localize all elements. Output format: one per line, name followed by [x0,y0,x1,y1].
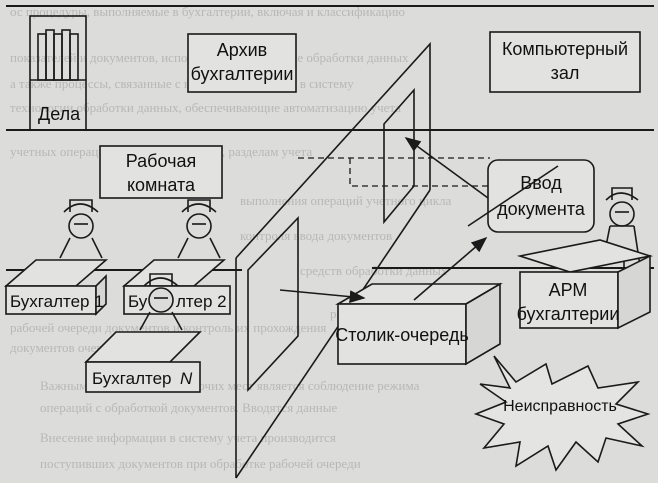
near-door [247,216,299,393]
flow-arrows [279,137,559,304]
computer-hall-label-line1: Компьютерный [502,39,628,59]
case-files-label: Дела [38,104,81,124]
document-input-box [487,159,595,233]
document-input-label-line1: Ввод [520,173,562,193]
arm-label-line2: бухгалтерии [517,304,620,324]
computer-hall-label-line2: зал [551,63,580,83]
malfunction-burst [473,355,651,472]
accountant-1-label: Бухгалтер 1 [10,292,104,311]
workroom-label-line1: Рабочая [126,151,196,171]
accountant-n-desk [84,331,202,393]
accountant-1-desk [3,259,109,316]
queue-table-label: Столик-очередь [335,325,469,345]
accountant-n-label-suffix: N [180,369,193,388]
accountant-2-label-right: лтер 2 [176,292,227,311]
document-input-label-line2: документа [497,199,586,219]
computer-hall-box [489,31,641,93]
arm-label-line1: АРМ [549,280,588,300]
svg-text:средств обработки данных: средств обработки данных [300,263,448,278]
dashed-boundary-mid [349,158,490,187]
malfunction-label: Неисправность [503,398,617,415]
arm-workstation-box [516,239,654,330]
arrow-input-link [467,165,559,227]
svg-text:контроля ввода документов: контроля ввода документов [240,228,392,243]
case-files-shelf [29,15,87,131]
workroom-box [99,145,223,199]
partition-wall [235,41,431,479]
svg-text:поступивших документов при: поступивших документов при обработке раб… [40,456,361,471]
archive-label-line2: бухгалтерии [191,64,294,84]
operator-figure [601,187,641,300]
accountant-2-label-left: Бу [128,292,148,311]
svg-text:технологии обработки данных,: технологии обработки данных, обеспечиваю… [10,100,401,115]
accountant-1-figure [59,199,103,259]
accountant-n-label-prefix: Бухгалтер [92,369,172,388]
arrow-to-input [413,236,488,301]
workroom-label-line2: комната [127,175,196,195]
arrow-to-archive [404,137,489,199]
archive-box [187,33,297,93]
accountant-2-figure [177,199,221,259]
svg-text:операций с обработкой докум: операций с обработкой документов. Вводят… [40,400,337,415]
archive-label-line1: Архив [217,40,267,60]
arrow-to-queue [279,289,366,304]
accountant-n-figure [139,273,183,331]
svg-text:ос процедуры, выполняемые в: ос процедуры, выполняемые в бухгалтерии,… [10,4,405,19]
svg-text:Внесение информации в систе: Внесение информации в систему учета прои… [40,430,336,445]
accountant-2-desk [121,259,231,315]
